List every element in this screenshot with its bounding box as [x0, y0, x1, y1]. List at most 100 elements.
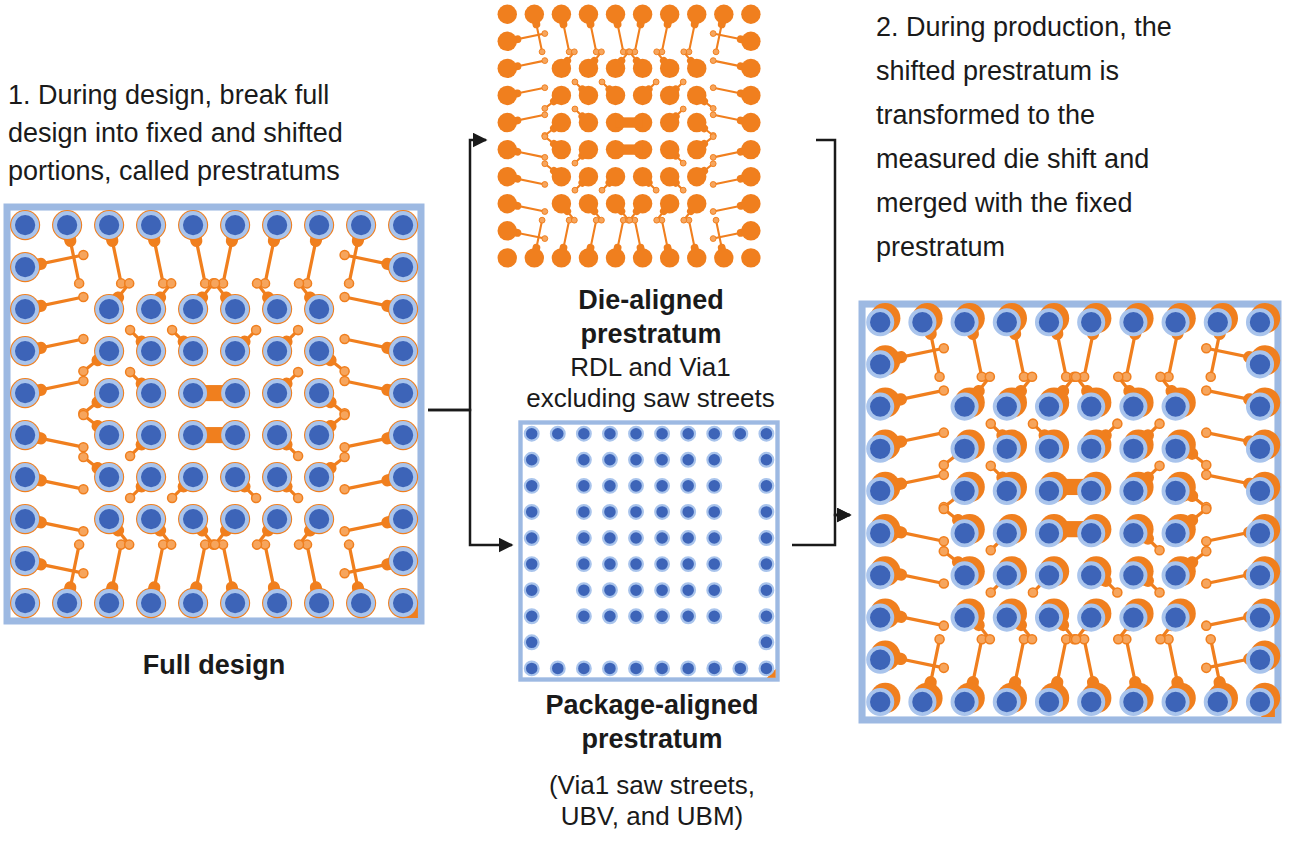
ubm-pad — [525, 427, 539, 441]
rdl-pad — [10, 420, 40, 450]
ubm-pad — [577, 583, 591, 597]
via1 — [572, 160, 578, 166]
ubm-pad — [525, 479, 539, 493]
rdl-pad — [388, 504, 418, 534]
via1 — [542, 85, 548, 91]
ubm-pad — [952, 690, 976, 714]
via1 — [126, 368, 135, 377]
ubm-pad — [391, 591, 415, 615]
via1 — [542, 182, 548, 188]
rdl-pad — [262, 336, 292, 366]
via1 — [79, 335, 88, 344]
ubm-pad — [265, 465, 289, 489]
via1 — [210, 279, 219, 288]
ubm-pad — [139, 339, 163, 363]
ubm-pad — [603, 427, 617, 441]
rdl-pad — [220, 420, 250, 450]
via1 — [1028, 419, 1037, 428]
via1 — [126, 452, 135, 461]
rdl-pad — [579, 248, 598, 267]
rdl-pad — [660, 86, 679, 105]
rdl-pad — [178, 588, 208, 618]
via1 — [542, 31, 548, 37]
via1 — [252, 326, 261, 335]
via1 — [986, 461, 995, 470]
via1 — [79, 569, 88, 578]
ubm-pad — [577, 557, 591, 571]
via1 — [681, 49, 687, 55]
ubm-pad — [13, 549, 37, 573]
rdl-pad — [741, 140, 760, 159]
ubm-pad — [952, 563, 976, 587]
ubm-pad — [13, 465, 37, 489]
ubm-pad — [391, 213, 415, 237]
ubm-pad — [577, 609, 591, 623]
ubm-pad — [868, 521, 892, 545]
via1 — [294, 540, 303, 549]
rdl-pad — [304, 336, 334, 366]
ubm-pad — [707, 531, 721, 545]
ubm-pad — [1248, 437, 1272, 461]
ubm-pad — [868, 437, 892, 461]
via1 — [1114, 635, 1123, 644]
ubm-pad — [391, 339, 415, 363]
ubm-pad — [868, 394, 892, 418]
ubm-pad — [760, 505, 774, 519]
via1 — [1072, 372, 1081, 381]
rdl-pad — [304, 588, 334, 618]
rdl-pad — [220, 336, 250, 366]
node-text: 2. During production, the shifted prestr… — [876, 5, 1211, 269]
ubm-pad — [1163, 394, 1187, 418]
ubm-pad — [760, 609, 774, 623]
via1 — [126, 326, 135, 335]
ubm-pad — [681, 557, 695, 571]
rdl-pad — [552, 167, 571, 186]
ubm-pad — [525, 662, 539, 676]
ubm-pad — [223, 465, 247, 489]
ubm-pad — [655, 662, 669, 676]
via1 — [345, 279, 354, 288]
ubm-pad — [707, 453, 721, 467]
via1 — [939, 386, 948, 395]
rdl-pad — [498, 140, 517, 159]
ubm-pad — [1163, 605, 1187, 629]
rdl-pad — [304, 378, 334, 408]
rdl-pad — [498, 248, 517, 267]
rdl-pad — [606, 194, 625, 213]
rdl-pad — [498, 167, 517, 186]
rdl-pad — [687, 248, 706, 267]
ubm-pad — [629, 583, 643, 597]
ubm-pad — [1037, 479, 1061, 503]
node-text: 1. During design, break full design into… — [8, 76, 388, 190]
rdl-pad — [220, 210, 250, 240]
ubm-pad — [655, 505, 669, 519]
node-text: RDL and Via1 excluding saw streets — [518, 352, 783, 414]
ubm-pad — [525, 453, 539, 467]
via1 — [126, 494, 135, 503]
ubm-pad — [868, 310, 892, 334]
via1 — [1202, 470, 1211, 479]
ubm-pad — [995, 521, 1019, 545]
ubm-pad — [391, 381, 415, 405]
via1 — [710, 105, 716, 111]
rdl-pad — [741, 86, 760, 105]
rdl-pad — [687, 59, 706, 78]
ubm-pad — [181, 339, 205, 363]
ubm-pad — [525, 557, 539, 571]
node-heading: Die-aligned prestratum — [541, 283, 761, 351]
via1 — [571, 49, 577, 55]
ubm-pad — [1248, 310, 1272, 334]
ubm-pad — [13, 423, 37, 447]
rdl-pad — [552, 59, 571, 78]
ubm-pad — [603, 609, 617, 623]
ubm-pad — [223, 507, 247, 531]
via1 — [340, 293, 349, 302]
ubm-pad — [97, 381, 121, 405]
via1 — [79, 293, 88, 302]
rdl-pad — [178, 294, 208, 324]
rdl-pad — [304, 504, 334, 534]
via1 — [542, 209, 548, 215]
rdl-pad — [94, 378, 124, 408]
rdl-pad — [606, 248, 625, 267]
ubm-pad — [139, 297, 163, 321]
